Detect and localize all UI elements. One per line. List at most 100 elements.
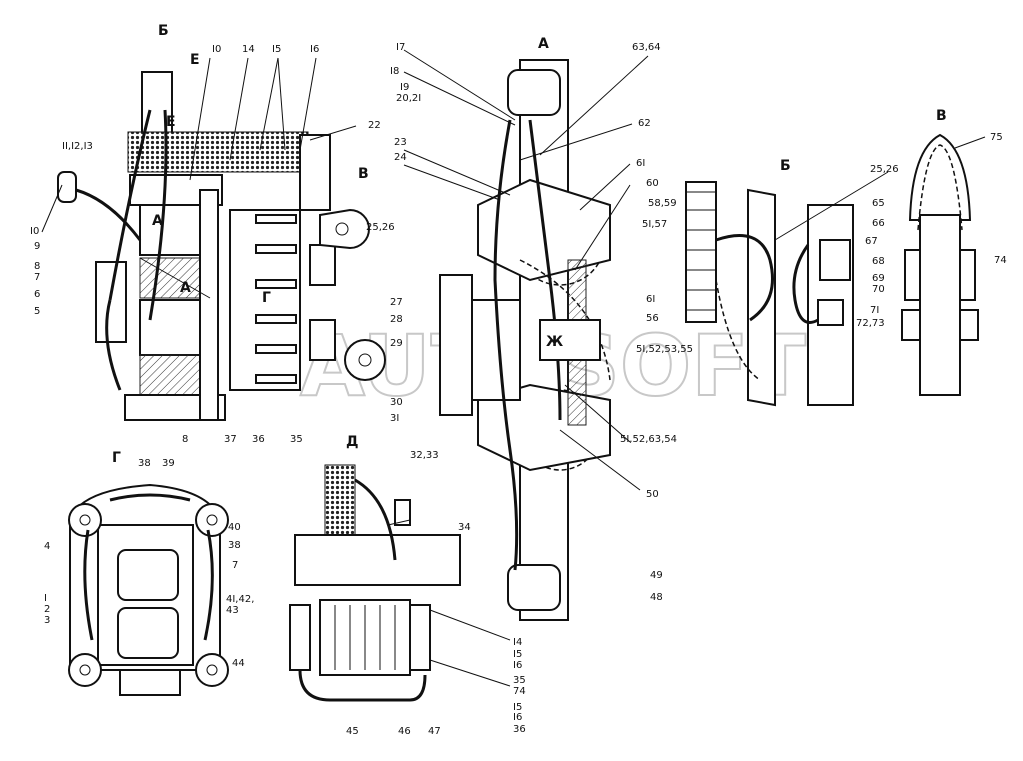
callout: 36: [513, 724, 526, 735]
callout: 7I: [870, 305, 879, 316]
callout: I5: [513, 702, 522, 713]
assembly-frame-a: [439, 59, 611, 621]
callout: I4: [513, 637, 522, 648]
callout: 30: [390, 397, 403, 408]
callout: 20,2I: [396, 93, 421, 104]
callout: 38: [138, 458, 151, 469]
callout: 68: [872, 256, 885, 267]
callout: 9: [34, 241, 40, 252]
callout: 74: [513, 686, 526, 697]
callout: 4: [44, 541, 50, 552]
callout: 27: [390, 297, 403, 308]
callout: 25,26: [366, 222, 395, 233]
callout: 38: [228, 540, 241, 551]
callout: I6: [310, 44, 319, 55]
view-label-a-left: А: [152, 213, 163, 229]
view-label-e-mid: Е: [166, 114, 176, 130]
callout: 22: [368, 120, 381, 131]
callout: 63,64: [632, 42, 661, 53]
callout: 34: [458, 522, 471, 533]
callout: 69: [872, 273, 885, 284]
callout: 4I,42,: [226, 594, 254, 605]
callout: 3I: [390, 413, 399, 424]
callout: 32,33: [410, 450, 439, 461]
callout: 7: [34, 272, 40, 283]
callout: 58,59: [648, 198, 677, 209]
view-label-g-bottom: Г: [112, 450, 121, 466]
view-label-g-mid: Г: [262, 290, 271, 306]
callout: 75: [990, 132, 1003, 143]
callout: 56: [646, 313, 659, 324]
callout: 7: [232, 560, 238, 571]
assembly-view-d: [289, 464, 461, 702]
callout: 37: [224, 434, 237, 445]
callout: 49: [650, 570, 663, 581]
callout: 50: [646, 489, 659, 500]
view-label-zh: Ж: [546, 334, 563, 350]
view-label-d-bottom: Д: [346, 434, 358, 450]
callout: 65: [872, 198, 885, 209]
callout: 35: [513, 675, 526, 686]
callout: 6I: [646, 294, 655, 305]
callout: 28: [390, 314, 403, 325]
callout: 66: [872, 218, 885, 229]
callout: 8: [34, 261, 40, 272]
callout: 5I,57: [642, 219, 667, 230]
callout: 45: [346, 726, 359, 737]
callout: 35: [290, 434, 303, 445]
callout: 2: [44, 604, 50, 615]
callout: 70: [872, 284, 885, 295]
callout: 6I: [636, 158, 645, 169]
callout: 60: [646, 178, 659, 189]
view-labels: Б Е Е А А В Г А Б В Ж Г Д: [112, 23, 947, 466]
callout: I: [44, 593, 47, 604]
callout: 48: [650, 592, 663, 603]
callout: 72,73: [856, 318, 885, 329]
assembly-view-v: [901, 133, 979, 396]
assembly-top-left: [57, 71, 386, 421]
view-label-a-top: А: [538, 36, 549, 52]
leader-lines: [41, 49, 986, 687]
callout: I8: [390, 66, 399, 77]
callout: 5I,52,53,55: [636, 344, 693, 355]
view-label-b-top: Б: [158, 23, 169, 39]
callout: 5: [34, 306, 40, 317]
callout: I6: [513, 712, 522, 723]
callout: 25,26: [870, 164, 899, 175]
callout: 23: [394, 137, 407, 148]
callout: 46: [398, 726, 411, 737]
callout: 47: [428, 726, 441, 737]
callout: I7: [396, 42, 405, 53]
callout: 40: [228, 522, 241, 533]
callout: I5: [272, 44, 281, 55]
view-label-a-mid: А: [180, 280, 191, 296]
callout: I6: [513, 660, 522, 671]
callout: 74: [994, 255, 1007, 266]
assembly-view-b: [685, 181, 854, 407]
callout: II,I2,I3: [62, 141, 93, 152]
callout: 43: [226, 605, 239, 616]
callout: 24: [394, 152, 407, 163]
callout: 36: [252, 434, 265, 445]
assembly-view-g: [68, 483, 229, 696]
callout: 6: [34, 289, 40, 300]
view-label-e-top: Е: [190, 52, 200, 68]
callout: I0: [30, 226, 39, 237]
callout: I5: [513, 649, 522, 660]
callout: 3: [44, 615, 50, 626]
callout: 62: [638, 118, 651, 129]
callout: 5I,52,63,54: [620, 434, 677, 445]
callout: 67: [865, 236, 878, 247]
callout: 44: [232, 658, 245, 669]
view-label-v-mid: В: [358, 166, 369, 182]
callout: I9: [400, 82, 409, 93]
view-label-b-right: Б: [780, 158, 791, 174]
callout-labels: I0 14 I5 I6 I7 I8 I9 20,2I 22 23 24 II,I…: [30, 42, 1007, 737]
callout: 8: [182, 434, 188, 445]
callout: 29: [390, 338, 403, 349]
view-label-v-right: В: [936, 108, 947, 124]
callout: I0: [212, 44, 221, 55]
callout: 39: [162, 458, 175, 469]
callout: 14: [242, 44, 255, 55]
